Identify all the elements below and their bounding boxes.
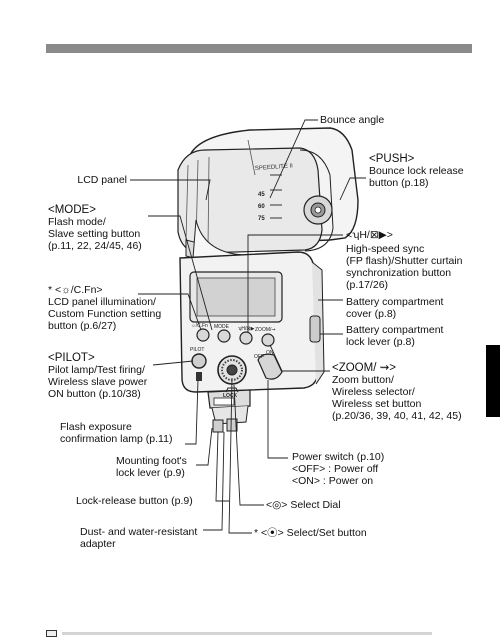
label-hss-title: <ʮH/⊠▶>: [346, 229, 393, 241]
section-tab: [486, 345, 500, 417]
rear-buttons: [191, 328, 283, 385]
label-battery-lock: Battery compartment lock lever (p.8): [346, 324, 444, 348]
label-fe-lamp: Flash exposure confirmation lamp (p.11): [60, 421, 173, 445]
flash-head: [177, 127, 359, 254]
scale-75: 75: [258, 216, 265, 222]
label-zoom-desc: Zoom button/ Wireless selector/ Wireless…: [332, 374, 462, 422]
scale-45: 45: [258, 192, 265, 198]
label-battery-cover: Battery compartment cover (p.8): [346, 296, 444, 320]
switch-off-text: OFF: [254, 354, 264, 360]
label-mount-lever: Mounting foot's lock lever (p.9): [116, 455, 187, 479]
label-hss-desc: High-speed sync (FP flash)/Shutter curta…: [346, 243, 463, 291]
label-illum-title: * <☼/C.Fn>: [48, 284, 103, 296]
label-push-title: <PUSH>: [369, 153, 415, 165]
btn-sync-text: ʮH/⊠▶: [238, 326, 255, 332]
label-mode-desc: Flash mode/ Slave setting button (p.11, …: [48, 216, 142, 252]
footnote-text-line: [62, 632, 432, 635]
label-lock-release: Lock-release button (p.9): [76, 495, 193, 507]
label-mode-title: <MODE>: [48, 204, 96, 216]
label-dust-adapter: Dust- and water-resistant adapter: [80, 526, 198, 550]
mounting-foot: [207, 387, 251, 433]
header-bar: [46, 44, 472, 53]
label-zoom-title: <ZOOM/ ⇝>: [332, 362, 396, 374]
leader-lines: [130, 119, 366, 534]
brand-mark: SPEEDLITE II: [255, 163, 294, 172]
label-select-set: * <⦿> Select/Set button: [254, 527, 367, 539]
btn-zoom-text: ZOOM/⇝: [255, 327, 276, 333]
label-illum-desc: LCD panel illumination/ Custom Function …: [48, 296, 162, 332]
label-bounce-angle: Bounce angle: [320, 114, 385, 126]
label-pilot-desc: Pilot lamp/Test firing/ Wireless slave p…: [48, 364, 148, 400]
label-lcd-panel: LCD panel: [77, 174, 127, 186]
label-pilot-title: <PILOT>: [48, 352, 95, 364]
switch-on-text: ON: [266, 350, 274, 356]
lock-text: LOCK: [223, 393, 238, 399]
label-select-dial: <◎> Select Dial: [266, 499, 341, 511]
label-push-desc: Bounce lock release button (p.18): [369, 165, 464, 189]
btn-pilot-text: PILOT: [190, 347, 204, 353]
scale-60: 60: [258, 204, 265, 210]
flash-body: [179, 251, 325, 393]
label-power-switch: Power switch (p.10) <OFF> : Power off <O…: [292, 451, 385, 487]
btn-mode-text: MODE: [214, 324, 230, 330]
